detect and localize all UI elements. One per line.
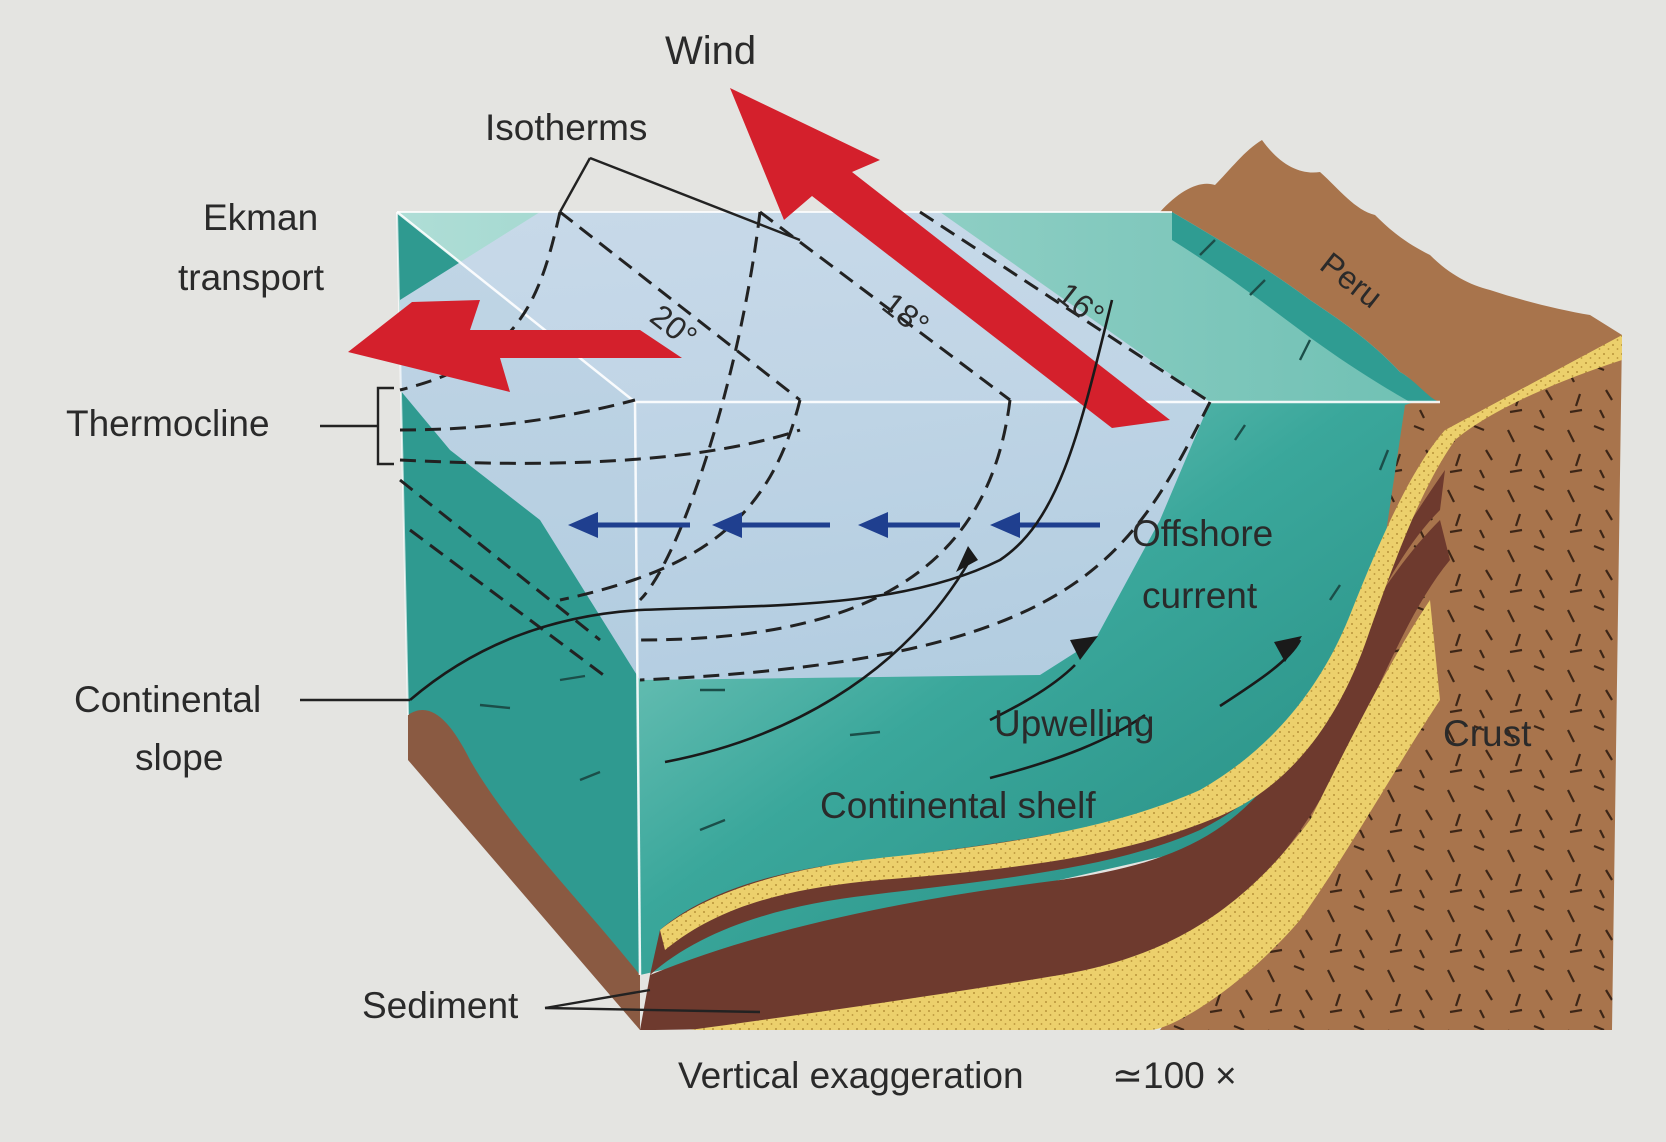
upwelling-flow-lines: [409, 299, 1302, 780]
upwelling-arrowheads: [956, 546, 1302, 662]
label-exaggeration-value: ≃100 ×: [1112, 1055, 1237, 1096]
label-thermocline: Thermocline: [66, 403, 270, 444]
ekman-arrow: [348, 300, 682, 392]
sediment-dark-upper: [650, 470, 1445, 975]
continental-slope-land: [408, 710, 640, 1030]
isotherm-lines: [399, 210, 1212, 682]
label-isotherms: Isotherms: [485, 107, 647, 148]
wind-arrow: [730, 88, 1170, 428]
offshore-current-arrows: [568, 512, 1100, 538]
sediment-leaders: [544, 988, 761, 1014]
sediment-sand-upper: [660, 335, 1622, 950]
isotherms-leader: [558, 156, 801, 242]
label-ekman-2: transport: [178, 257, 325, 298]
sediment-sand-lower: [690, 600, 1440, 1030]
peru-coast-water: [1172, 212, 1440, 402]
label-wind: Wind: [665, 29, 756, 73]
label-slope-1: Continental: [74, 679, 261, 720]
label-slope-2: slope: [135, 737, 223, 778]
label-crust: Crust: [1443, 713, 1532, 754]
peru-landmass: [1160, 140, 1622, 430]
sediment-dark-lower: [640, 520, 1450, 1030]
water-texture: [479, 239, 1390, 832]
label-ekman-1: Ekman: [203, 197, 318, 238]
label-upwelling: Upwelling: [994, 703, 1154, 744]
label-sediment: Sediment: [362, 985, 519, 1026]
label-shelf: Continental shelf: [820, 785, 1096, 826]
label-exaggeration: Vertical exaggeration: [678, 1055, 1024, 1096]
label-offshore-1: Offshore: [1132, 513, 1273, 554]
thermocline-bracket: [320, 386, 394, 466]
label-offshore-2: current: [1142, 575, 1258, 616]
